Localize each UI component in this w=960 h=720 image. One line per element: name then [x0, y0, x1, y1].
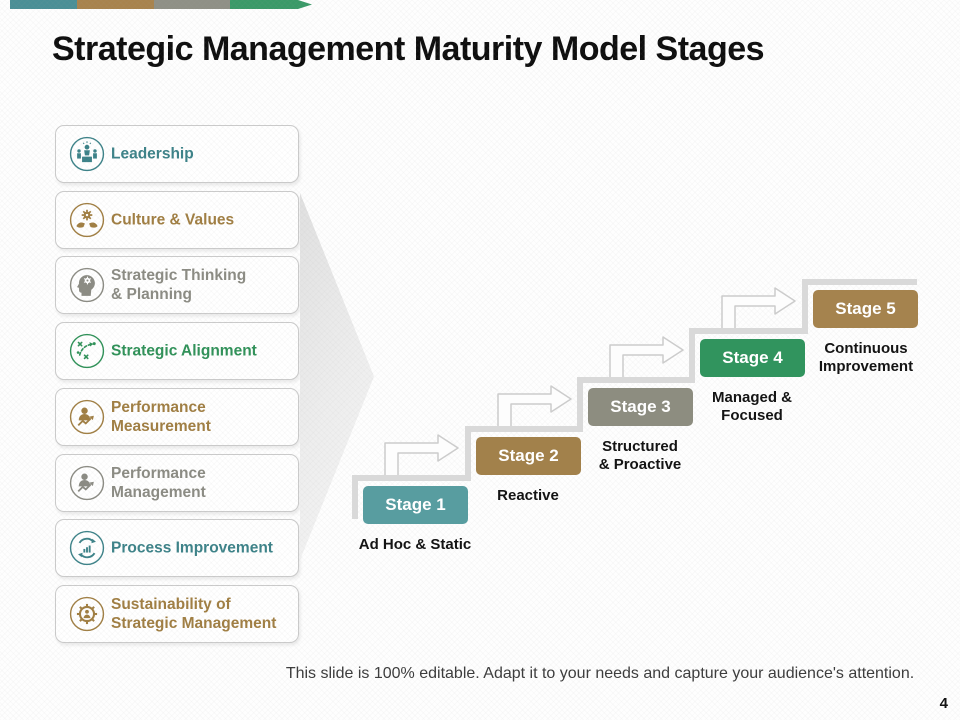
- step-arrow-icon: [384, 434, 459, 477]
- step-line: [689, 328, 695, 383]
- sidebar-item-performance-measurement: Performance Measurement: [55, 388, 299, 446]
- sidebar-item-process-improvement: Process Improvement: [55, 519, 299, 577]
- stage-box-1: Stage 1: [363, 486, 468, 524]
- stage-box-3: Stage 3: [588, 388, 693, 426]
- top-bar-segment-teal: [10, 0, 77, 9]
- strategy-tactics-icon: [68, 332, 106, 370]
- stage-sublabel: Managed & Focused: [711, 389, 792, 424]
- sidebar-item-label: Leadership: [111, 145, 194, 163]
- top-bar-segment-gray: [154, 0, 230, 9]
- sidebar-item-label: Sustainability of Strategic Management: [111, 596, 277, 632]
- sidebar-item-strategic-thinking: Strategic Thinking & Planning: [55, 256, 299, 314]
- step-line: [352, 475, 471, 481]
- step-line: [465, 426, 471, 481]
- stage-sublabel: Reactive: [497, 487, 559, 504]
- stage-box-label: Stage 4: [722, 348, 783, 367]
- top-bar-segment-green: [230, 0, 298, 9]
- top-bar-arrow-tip-icon: [298, 0, 312, 9]
- page-title: Strategic Management Maturity Model Stag…: [52, 30, 765, 68]
- stage-sublabel: Structured & Proactive: [598, 438, 682, 473]
- circular-arrows-chart-icon: [68, 529, 106, 567]
- stage-box-5: Stage 5: [813, 290, 918, 328]
- sidebar-item-label: Strategic Alignment: [111, 342, 257, 360]
- step-line: [577, 377, 583, 432]
- top-accent-bar: [0, 0, 960, 9]
- sidebar-item-label: Performance Measurement: [111, 399, 211, 435]
- stage-box-label: Stage 1: [385, 495, 446, 514]
- sidebar-item-sustainability: Sustainability of Strategic Management: [55, 585, 299, 643]
- page-number: 4: [939, 695, 948, 712]
- stage-sublabel: Ad Hoc & Static: [358, 536, 472, 553]
- footer-note: This slide is 100% editable. Adapt it to…: [285, 665, 915, 682]
- sidebar-item-label: Strategic Thinking & Planning: [111, 267, 247, 303]
- step-arrow-icon: [497, 385, 572, 428]
- person-growth-chart-icon: [68, 398, 106, 436]
- thinking-head-gear-icon: [68, 266, 106, 304]
- stage-box-label: Stage 5: [835, 299, 896, 318]
- stage-box-label: Stage 2: [498, 446, 559, 465]
- stage-sublabel: Continuous Improvement: [818, 340, 914, 375]
- stage-box-4: Stage 4: [700, 339, 805, 377]
- stage-box-2: Stage 2: [476, 437, 581, 475]
- stage-box-label: Stage 3: [610, 397, 671, 416]
- sidebar-item-label: Culture & Values: [111, 211, 235, 229]
- step-arrow-icon: [609, 336, 684, 379]
- top-bar-segment-brown: [77, 0, 154, 9]
- sidebar-item-label: Performance Management: [111, 465, 206, 501]
- leadership-podium-icon: [68, 135, 106, 173]
- gear-person-icon: [68, 595, 106, 633]
- sidebar-item-culture-values: Culture & Values: [55, 191, 299, 249]
- step-line: [802, 279, 808, 334]
- step-line: [352, 475, 358, 519]
- sidebar-item-leadership: Leadership: [55, 125, 299, 183]
- step-line: [802, 279, 917, 285]
- person-growth-chart-icon: [68, 464, 106, 502]
- step-line: [577, 377, 695, 383]
- step-line: [689, 328, 808, 334]
- sidebar-item-performance-management: Performance Management: [55, 454, 299, 512]
- step-line: [465, 426, 583, 432]
- sidebar-item-label: Process Improvement: [111, 539, 273, 557]
- step-arrow-icon: [721, 287, 796, 330]
- hands-holding-gear-icon: [68, 201, 106, 239]
- sidebar-item-strategic-alignment: Strategic Alignment: [55, 322, 299, 380]
